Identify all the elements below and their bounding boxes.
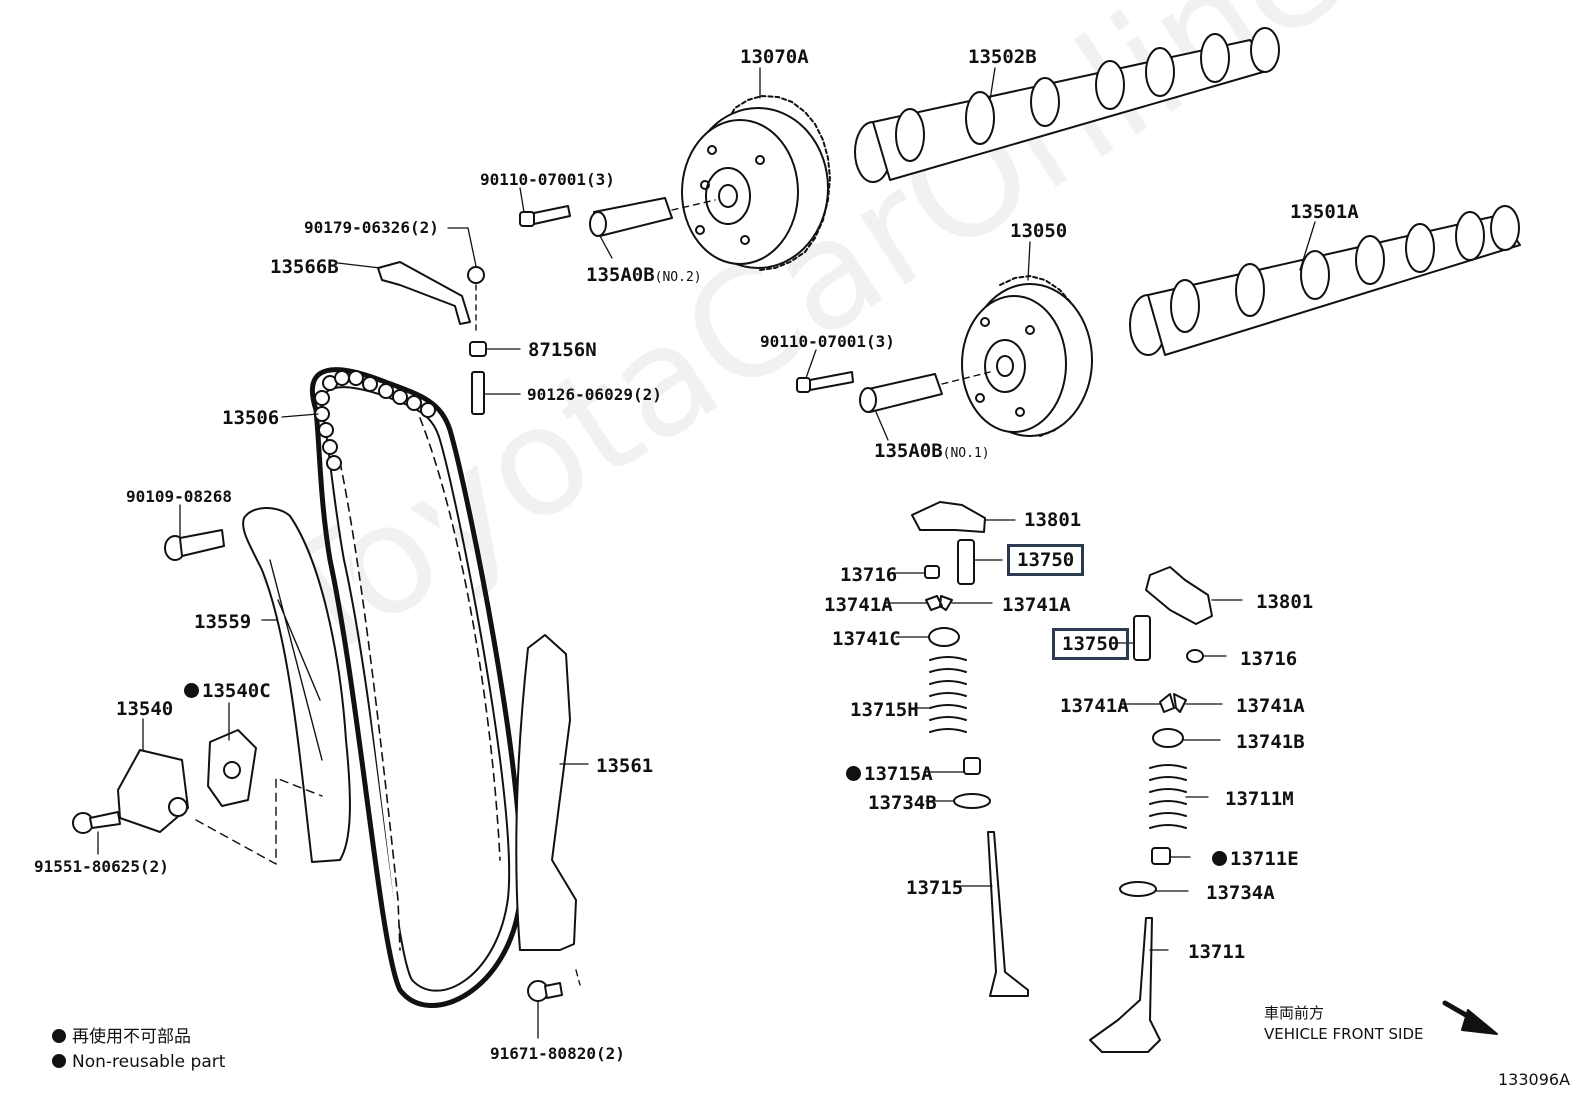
direction-jp: 車両前方 (1264, 1004, 1325, 1022)
tensioner-13540 (117, 749, 189, 833)
label-13561: 13561 (596, 755, 654, 777)
label-13506: 13506 (222, 407, 280, 429)
label-13715H: 13715H (850, 699, 919, 721)
label-13741A-d: 13741A (1236, 695, 1305, 717)
label-13715A: 13715A (846, 765, 933, 784)
label-135A0B-no2: 135A0B(NO.2) (586, 264, 702, 286)
gasket-13540C (207, 729, 257, 807)
label-91551: 91551-80625(2) (34, 857, 169, 876)
cam-bolt-135A0B-no2 (589, 197, 673, 237)
bolt-91551 (72, 811, 121, 834)
legend-en: Non-reusable part (52, 1054, 225, 1071)
label-13734B: 13734B (868, 792, 937, 814)
label-13741A-c: 13741A (1060, 695, 1129, 717)
rocker-arm-13801-a (911, 501, 986, 533)
legend-jp: 再使用不可部品 (52, 1029, 191, 1046)
bracket-13566B (377, 261, 471, 325)
stud-90126 (471, 371, 485, 415)
timing-chain (309, 367, 524, 1008)
label-13566B: 13566B (270, 256, 339, 278)
camshaft-13501A (1129, 205, 1521, 356)
nut-90179 (467, 266, 485, 284)
label-13741C: 13741C (832, 628, 901, 650)
label-90109: 90109-08268 (126, 487, 232, 506)
label-13715: 13715 (906, 877, 964, 899)
label-90126: 90126-06029(2) (527, 385, 662, 404)
keeper-13741A-a (925, 595, 953, 611)
label-13711E: 13711E (1212, 850, 1299, 869)
sprocket-13070A (681, 95, 831, 271)
label-87156N: 87156N (528, 339, 597, 361)
label-13716-b: 13716 (1240, 648, 1298, 670)
figure-id: 133096A (1498, 1070, 1571, 1089)
label-13801-b: 13801 (1256, 591, 1314, 613)
valve-stem-cap-13716-b (1186, 649, 1204, 663)
front-direction-arrow (1442, 1000, 1498, 1035)
label-13716-a: 13716 (840, 564, 898, 586)
label-13559: 13559 (194, 611, 252, 633)
spring-13711M (1149, 764, 1187, 829)
cam-bolt-135A0B-no1 (859, 373, 943, 413)
label-13050: 13050 (1010, 220, 1068, 242)
rocker-arm-13801-b (1145, 566, 1213, 625)
seal-13711E (1151, 847, 1171, 865)
sprocket-13050 (961, 275, 1093, 437)
spring-13715H (929, 656, 967, 733)
washer-13734A (1119, 881, 1157, 897)
retainer-13741B (1152, 728, 1184, 748)
valve-13715 (987, 831, 1029, 997)
label-13750-a: 13750 (1007, 544, 1085, 576)
seal-13715A (963, 757, 981, 775)
chain-slipper-13559 (242, 507, 351, 863)
lash-adjuster-13750-a (957, 539, 975, 585)
label-13502B: 13502B (968, 46, 1037, 68)
label-13734A: 13734A (1206, 882, 1275, 904)
label-13741A-b: 13741A (1002, 594, 1071, 616)
label-13741B: 13741B (1236, 731, 1305, 753)
label-90110-top: 90110-07001(3) (480, 170, 615, 189)
direction-en: VEHICLE FRONT SIDE (1264, 1025, 1424, 1043)
label-90179: 90179-06326(2) (304, 218, 439, 237)
label-13540: 13540 (116, 698, 174, 720)
keeper-13741A-b (1159, 693, 1187, 713)
label-13540C: 13540C (184, 682, 271, 701)
label-13750-b: 13750 (1052, 628, 1130, 660)
label-91671: 91671-80820(2) (490, 1044, 625, 1063)
leader-lines (97, 67, 1316, 1039)
lash-adjuster-13750-b (1133, 615, 1151, 661)
label-13501A: 13501A (1290, 201, 1359, 223)
camshaft-13502B (854, 27, 1280, 183)
label-13070A: 13070A (740, 46, 809, 68)
label-13711: 13711 (1188, 941, 1246, 963)
label-135A0B-no1: 135A0B(NO.1) (874, 440, 990, 462)
bolt-90110-mid (796, 371, 854, 393)
washer-13734B (953, 793, 991, 809)
bolt-91671 (527, 980, 563, 1002)
retainer-13741C (928, 627, 960, 647)
valve-stem-cap-13716-a (924, 565, 940, 579)
dowel-87156N (469, 341, 487, 357)
bolt-90109 (164, 529, 225, 561)
label-90110-mid: 90110-07001(3) (760, 332, 895, 351)
bolt-90110-top (519, 205, 571, 227)
label-13711M: 13711M (1225, 788, 1294, 810)
valve-13711 (1089, 917, 1161, 1053)
label-13741A-a: 13741A (824, 594, 893, 616)
label-13801-a: 13801 (1024, 509, 1082, 531)
chain-guide-13561 (515, 634, 577, 951)
